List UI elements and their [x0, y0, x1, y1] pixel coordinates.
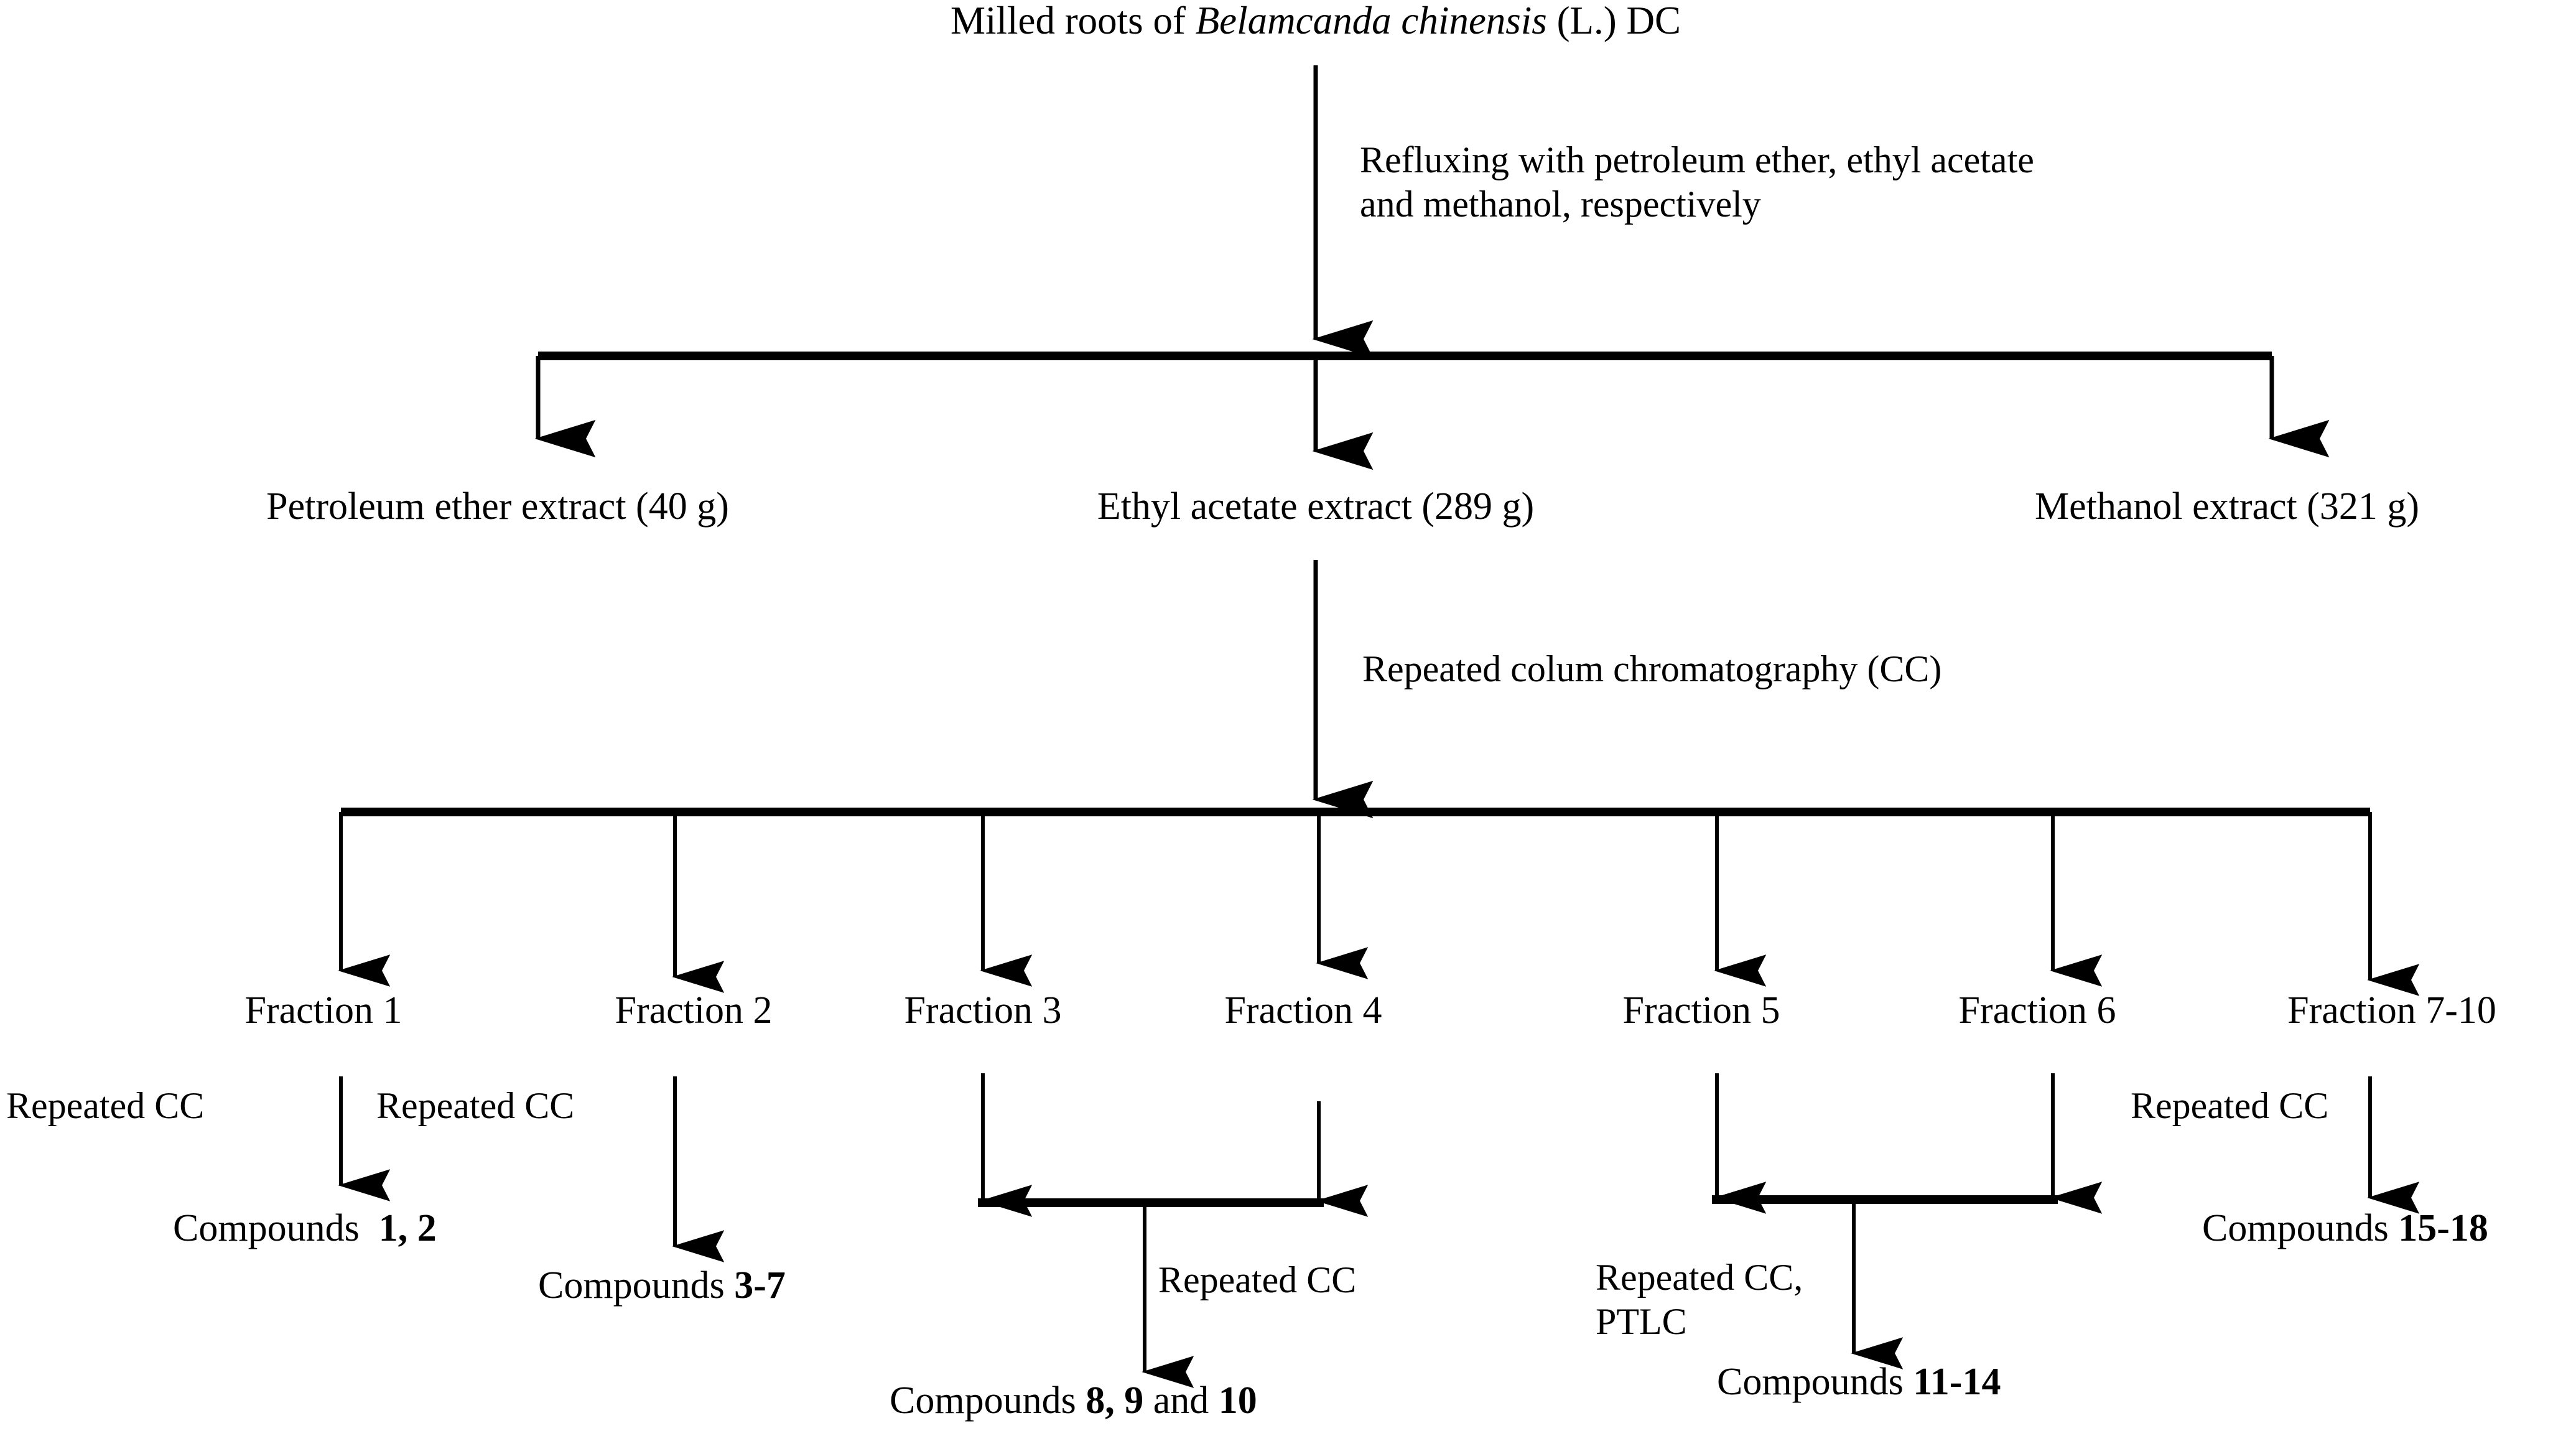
- node-compounds-8-9-10: Compounds 8, 9 and 10: [890, 1378, 1257, 1424]
- compounds-11-14-numbers: 11-14: [1913, 1361, 2001, 1403]
- node-ethyl-acetate-extract: Ethyl acetate extract (289 g): [1097, 485, 1535, 528]
- node-fraction-4: Fraction 4: [1224, 989, 1382, 1032]
- compounds-11-14-prefix: Compounds: [1717, 1361, 1913, 1403]
- node-fraction-5: Fraction 5: [1622, 989, 1780, 1032]
- annotation-repeated-cc-ptlc-line2: PTLC: [1596, 1300, 1687, 1342]
- annotation-repeated-cc-fraction-2: Repeated CC: [376, 1085, 575, 1126]
- annotation-repeated-cc-fraction-1: Repeated CC: [6, 1085, 205, 1126]
- node-fraction-2: Fraction 2: [615, 989, 773, 1032]
- node-compounds-3-7: Compounds 3-7: [538, 1263, 786, 1308]
- compounds-1-2-numbers: 1, 2: [378, 1207, 437, 1249]
- page-title: Milled roots of Belamcanda chinensis (L.…: [951, 0, 1681, 44]
- node-compounds-11-14: Compounds 11-14: [1717, 1359, 2001, 1405]
- annotation-repeated-cc-fractions-3-4: Repeated CC: [1158, 1259, 1357, 1300]
- compounds-3-7-numbers: 3-7: [734, 1264, 786, 1307]
- node-fraction-1: Fraction 1: [244, 989, 402, 1032]
- node-fraction-6: Fraction 6: [1958, 989, 2116, 1032]
- compounds-3-7-prefix: Compounds: [538, 1264, 735, 1307]
- annotation-reflux-line2: and methanol, respectively: [1360, 183, 1761, 225]
- annotation-repeated-cc-ptlc: Repeated CC,PTLC: [1596, 1256, 1803, 1344]
- compounds-8-9-10-numbers: 8, 9: [1086, 1379, 1144, 1422]
- node-petroleum-ether-extract: Petroleum ether extract (40 g): [266, 485, 729, 528]
- node-compounds-1-2: Compounds 1, 2: [173, 1206, 437, 1251]
- title-species: Belamcanda chinensis: [1195, 0, 1547, 42]
- annotation-repeated-cc-ptlc-line1: Repeated CC,: [1596, 1257, 1803, 1298]
- annotation-reflux-line1: Refluxing with petroleum ether, ethyl ac…: [1360, 139, 2034, 180]
- annotation-reflux: Refluxing with petroleum ether, ethyl ac…: [1360, 138, 2034, 226]
- node-fraction-7-10: Fraction 7-10: [2287, 989, 2496, 1032]
- node-methanol-extract: Methanol extract (321 g): [2034, 485, 2420, 528]
- node-compounds-15-18: Compounds 15-18: [2202, 1206, 2488, 1251]
- compounds-15-18-numbers: 15-18: [2398, 1207, 2488, 1249]
- title-suffix: (L.) DC: [1546, 0, 1681, 42]
- compounds-8-9-10-prefix: Compounds: [890, 1379, 1086, 1422]
- annotation-repeated-column-chromatography: Repeated colum chromatography (CC): [1362, 648, 1942, 689]
- compounds-8-9-10-mid: and: [1143, 1379, 1219, 1422]
- title-prefix: Milled roots of: [950, 0, 1196, 42]
- compounds-8-9-10-numbers2: 10: [1218, 1379, 1257, 1422]
- node-fraction-3: Fraction 3: [904, 989, 1062, 1032]
- compounds-1-2-prefix: Compounds: [173, 1207, 379, 1249]
- annotation-repeated-cc-fraction-7-10: Repeated CC: [2131, 1085, 2329, 1126]
- compounds-15-18-prefix: Compounds: [2202, 1207, 2399, 1249]
